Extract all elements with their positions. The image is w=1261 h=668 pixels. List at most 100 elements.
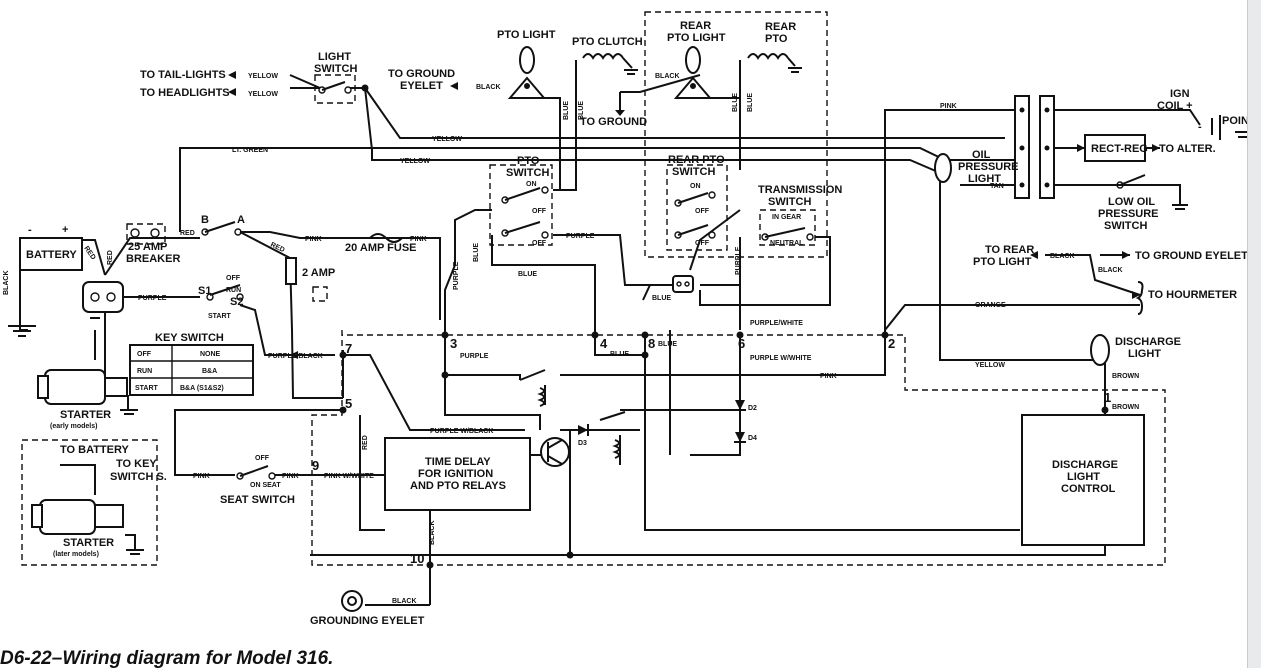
svg-text:RECT-REG: RECT-REG	[1091, 143, 1148, 155]
svg-text:SWITCH: SWITCH	[1104, 220, 1147, 232]
svg-text:KEY SWITCH: KEY SWITCH	[155, 332, 224, 344]
svg-text:EYELET: EYELET	[400, 80, 443, 92]
diode-d4: D4	[734, 432, 757, 443]
svg-text:PURPLE: PURPLE	[735, 246, 742, 275]
svg-text:B: B	[201, 214, 209, 226]
svg-text:BLUE: BLUE	[732, 93, 739, 112]
svg-text:RED: RED	[362, 435, 369, 450]
starter-solenoid	[82, 281, 124, 319]
svg-text:OFF: OFF	[695, 208, 710, 215]
pto-switch[interactable]: PTO SWITCH ON OFF OFF	[501, 155, 549, 247]
svg-text:SWITCH: SWITCH	[768, 196, 811, 208]
svg-text:PURPLE W/BLACK: PURPLE W/BLACK	[430, 428, 493, 435]
svg-text:SWITCH: SWITCH	[506, 167, 549, 179]
svg-text:TO BATTERY: TO BATTERY	[60, 444, 130, 456]
svg-text:PRESSURE: PRESSURE	[1098, 208, 1159, 220]
transmission-switch[interactable]: TRANSMISSION SWITCH IN GEAR NEUTRAL	[758, 184, 842, 247]
seat-switch[interactable]: OFF ON SEAT SEAT SWITCH	[220, 455, 295, 506]
svg-text:PURPLE/WHITE: PURPLE/WHITE	[750, 320, 803, 327]
svg-text:RUN: RUN	[137, 368, 152, 375]
svg-text:LOW OIL: LOW OIL	[1108, 196, 1155, 208]
svg-text:TO GROUND: TO GROUND	[580, 116, 647, 128]
svg-text:YELLOW: YELLOW	[432, 136, 462, 143]
svg-text:BLACK: BLACK	[429, 521, 436, 546]
svg-text:STARTER: STARTER	[60, 409, 111, 421]
svg-text:NONE: NONE	[200, 351, 221, 358]
svg-text:BLACK: BLACK	[655, 73, 680, 80]
svg-text:PURPLE W/WHITE: PURPLE W/WHITE	[750, 355, 812, 362]
svg-text:BLUE: BLUE	[473, 243, 480, 262]
svg-text:TO KEY: TO KEY	[116, 458, 157, 470]
rear-pto-clutch: REAR PTO	[747, 21, 802, 73]
svg-text:PINK: PINK	[305, 236, 322, 243]
junction-dots	[339, 84, 1109, 569]
svg-text:A: A	[237, 214, 245, 226]
dashed-outlines	[21, 11, 1166, 566]
key-switch-table: KEY SWITCH OFF NONE RUN B&A START B&A (S…	[129, 332, 254, 396]
time-delay-module: TIME DELAY FOR IGNITION AND PTO RELAYS	[384, 437, 531, 511]
svg-text:OFF: OFF	[255, 455, 270, 462]
svg-text:PTO LIGHT: PTO LIGHT	[497, 29, 556, 41]
svg-text:PINK: PINK	[193, 473, 210, 480]
svg-text:BLACK: BLACK	[476, 84, 501, 91]
svg-text:YELLOW: YELLOW	[975, 362, 1005, 369]
pto-light: PTO LIGHT	[497, 29, 556, 99]
rear-pto-light: REAR PTO LIGHT BLACK	[655, 20, 726, 99]
relays	[519, 369, 626, 467]
svg-text:9: 9	[312, 458, 319, 473]
discharge-light: DISCHARGE LIGHT BROWN BROWN	[1090, 334, 1181, 411]
arrowheads	[228, 71, 1160, 359]
svg-text:PINK: PINK	[282, 473, 299, 480]
pto-clutch: PTO CLUTCH	[572, 36, 643, 75]
svg-text:(early models): (early models)	[50, 423, 97, 430]
wires	[19, 60, 1201, 606]
light-switch[interactable]: LIGHT SWITCH	[314, 51, 357, 104]
rect-reg: RECT-REG TO ALTER.	[1084, 134, 1216, 162]
svg-text:YELLOW: YELLOW	[248, 91, 278, 98]
svg-text:+: +	[62, 224, 68, 236]
svg-text:DISCHARGE: DISCHARGE	[1115, 336, 1181, 348]
svg-text:1: 1	[1104, 390, 1111, 405]
svg-text:BLACK: BLACK	[1050, 253, 1075, 260]
svg-text:D2: D2	[748, 405, 757, 412]
svg-text:B&A (S1&S2): B&A (S1&S2)	[180, 385, 224, 392]
svg-text:AND PTO RELAYS: AND PTO RELAYS	[410, 480, 506, 492]
svg-text:D4: D4	[748, 435, 757, 442]
svg-text:TO ALTER.: TO ALTER.	[1159, 143, 1216, 155]
svg-text:PURPLE: PURPLE	[566, 233, 595, 240]
svg-text:2 AMP: 2 AMP	[302, 267, 335, 279]
svg-text:RED: RED	[82, 245, 96, 261]
svg-text:TO REAR: TO REAR	[985, 244, 1034, 256]
svg-text:(later models): (later models)	[53, 551, 99, 558]
rear-pto-switch[interactable]: REAR PTO SWITCH ON OFF OFF	[668, 154, 725, 247]
svg-text:OFF: OFF	[532, 240, 547, 247]
diode-d3: D3	[578, 424, 589, 447]
svg-text:ON SEAT: ON SEAT	[250, 482, 281, 489]
svg-text:5: 5	[345, 396, 352, 411]
svg-text:B&A: B&A	[202, 368, 217, 375]
svg-text:SWITCH: SWITCH	[672, 166, 715, 178]
svg-text:TO GROUND EYELET: TO GROUND EYELET	[1135, 250, 1248, 262]
svg-text:OFF: OFF	[532, 208, 547, 215]
svg-text:IGN: IGN	[1170, 88, 1190, 100]
svg-text:S2: S2	[230, 296, 243, 308]
svg-text:START: START	[135, 385, 159, 392]
svg-text:BATTERY: BATTERY	[26, 249, 77, 261]
svg-text:2: 2	[888, 336, 895, 351]
svg-text:TO TAIL-LIGHTS: TO TAIL-LIGHTS	[140, 69, 226, 81]
svg-text:TO HEADLIGHTS: TO HEADLIGHTS	[140, 87, 230, 99]
svg-text:6: 6	[738, 336, 745, 351]
svg-text:BLUE: BLUE	[610, 351, 629, 358]
svg-text:PINK W/WHITE: PINK W/WHITE	[324, 473, 374, 480]
svg-text:PINK: PINK	[940, 103, 957, 110]
to-ground-label: TO GROUND	[580, 92, 647, 128]
svg-text:OIL: OIL	[972, 149, 991, 161]
svg-text:STARTER: STARTER	[63, 537, 114, 549]
svg-text:10: 10	[410, 551, 424, 566]
svg-text:REAR: REAR	[765, 21, 796, 33]
discharge-light-control: DISCHARGE LIGHT CONTROL	[1021, 414, 1145, 546]
svg-text:GROUNDING EYELET: GROUNDING EYELET	[310, 615, 425, 627]
svg-text:PURPLE: PURPLE	[138, 295, 167, 302]
key-switch[interactable]: B A OFF RUN S1 S2 START	[198, 214, 245, 320]
